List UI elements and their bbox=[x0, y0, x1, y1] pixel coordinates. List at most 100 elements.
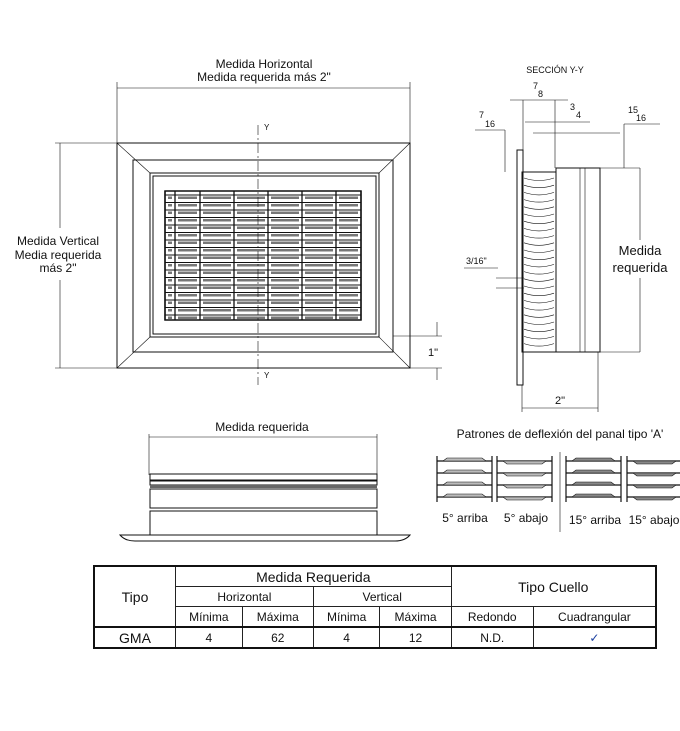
blade-slot bbox=[271, 241, 299, 244]
blade-slot bbox=[178, 226, 197, 229]
blade-slot bbox=[305, 256, 333, 259]
blade-slot bbox=[168, 196, 172, 199]
blade-slot bbox=[271, 256, 299, 259]
blade-slot bbox=[203, 271, 231, 274]
header-horizontal: Horizontal bbox=[175, 586, 314, 607]
depth-label: 2" bbox=[555, 395, 565, 407]
inner-frame bbox=[149, 172, 380, 338]
blade-slot bbox=[178, 256, 197, 259]
svg-text:7: 7 bbox=[479, 110, 484, 120]
svg-text:5° arriba: 5° arriba bbox=[442, 511, 488, 525]
blade-slot bbox=[271, 301, 299, 304]
blade-slot bbox=[237, 234, 265, 237]
blade-slot bbox=[178, 286, 197, 289]
blade-slot bbox=[178, 234, 197, 237]
blade-slot bbox=[168, 211, 172, 214]
blade-slot bbox=[203, 204, 231, 207]
blade-slot bbox=[237, 264, 265, 267]
vertical-label: Medida Vertical bbox=[17, 234, 99, 248]
header-tipo: Tipo bbox=[93, 565, 176, 628]
offset-label: 1" bbox=[428, 347, 438, 359]
section-slat bbox=[523, 184, 555, 188]
section-slat bbox=[523, 321, 555, 325]
section-slat bbox=[523, 206, 555, 210]
blade-slot bbox=[305, 271, 333, 274]
blade-slot bbox=[168, 219, 172, 222]
section-slat bbox=[523, 242, 555, 246]
blade-slot bbox=[203, 309, 231, 312]
section-slat bbox=[523, 235, 555, 239]
blade-slot bbox=[271, 316, 299, 319]
blade-slot bbox=[203, 226, 231, 229]
blade-slot bbox=[203, 301, 231, 304]
header-cuadrangular: Cuadrangular bbox=[532, 606, 657, 628]
deflection-title: Patrones de deflexión del panal tipo 'A' bbox=[457, 427, 664, 441]
horizontal-label-sub: Medida requerida más 2" bbox=[197, 70, 331, 84]
blade-slot bbox=[339, 286, 358, 289]
blade-slot bbox=[339, 249, 358, 252]
section-mark-top: Y bbox=[264, 123, 270, 132]
pattern-1 bbox=[496, 456, 553, 502]
header-cuello: Tipo Cuello bbox=[450, 565, 657, 607]
header-v-min: Mínima bbox=[312, 606, 381, 628]
header-vertical: Vertical bbox=[312, 586, 452, 607]
blade-slot bbox=[305, 264, 333, 267]
svg-text:15: 15 bbox=[628, 105, 638, 115]
blade-slot bbox=[271, 271, 299, 274]
blade-slot bbox=[178, 204, 197, 207]
front-view: Y Y Medida Horizontal Medida requerida m… bbox=[15, 57, 442, 385]
blade-slot bbox=[271, 249, 299, 252]
blade-slot bbox=[305, 241, 333, 244]
blade-slot bbox=[339, 211, 358, 214]
blade-slot bbox=[237, 204, 265, 207]
blade-slot bbox=[237, 279, 265, 282]
blade-slot bbox=[168, 286, 172, 289]
blade-slot bbox=[271, 196, 299, 199]
blade-slot bbox=[237, 219, 265, 222]
blade-slot bbox=[271, 279, 299, 282]
height-label-sub: requerida bbox=[613, 260, 669, 275]
blade-slot bbox=[237, 301, 265, 304]
louver-grid bbox=[164, 191, 362, 320]
blade-slot bbox=[339, 241, 358, 244]
svg-text:4: 4 bbox=[576, 110, 581, 120]
blade-slot bbox=[305, 316, 333, 319]
blade-slot bbox=[168, 279, 172, 282]
svg-text:16: 16 bbox=[636, 113, 646, 123]
blade-slot bbox=[203, 211, 231, 214]
section-mark-bottom: Y bbox=[264, 371, 270, 380]
blade-slot bbox=[339, 264, 358, 267]
blade-slot bbox=[237, 241, 265, 244]
blade-slot bbox=[168, 234, 172, 237]
blade-slot bbox=[203, 286, 231, 289]
blade-slot bbox=[178, 241, 197, 244]
duct-collar bbox=[555, 167, 601, 353]
blade-slot bbox=[339, 294, 358, 297]
front-plate bbox=[516, 149, 524, 386]
blade-slot bbox=[339, 316, 358, 319]
section-slat bbox=[523, 271, 555, 275]
blade-slot bbox=[178, 294, 197, 297]
vertical-label-sub2: más 2" bbox=[40, 261, 77, 275]
section-slat bbox=[523, 343, 555, 347]
svg-text:3: 3 bbox=[570, 102, 575, 112]
table-row: GMA 4 62 4 12 N.D. ✓ bbox=[93, 626, 657, 649]
side-view: Medida requerida bbox=[118, 420, 412, 542]
section-slat bbox=[523, 177, 555, 181]
section-slat bbox=[523, 328, 555, 332]
blade-slot bbox=[203, 316, 231, 319]
blade-slot bbox=[237, 316, 265, 319]
svg-text:15° arriba: 15° arriba bbox=[569, 513, 621, 527]
blade-slot bbox=[203, 279, 231, 282]
section-slat bbox=[523, 220, 555, 224]
blade-slot bbox=[237, 271, 265, 274]
section-slat bbox=[523, 213, 555, 217]
blade-slot bbox=[203, 264, 231, 267]
blade-slot bbox=[339, 204, 358, 207]
blade-slot bbox=[178, 264, 197, 267]
blade-slot bbox=[178, 249, 197, 252]
blade-slot bbox=[203, 249, 231, 252]
blade-slot bbox=[178, 219, 197, 222]
vertical-label-sub: Media requerida bbox=[15, 248, 102, 262]
